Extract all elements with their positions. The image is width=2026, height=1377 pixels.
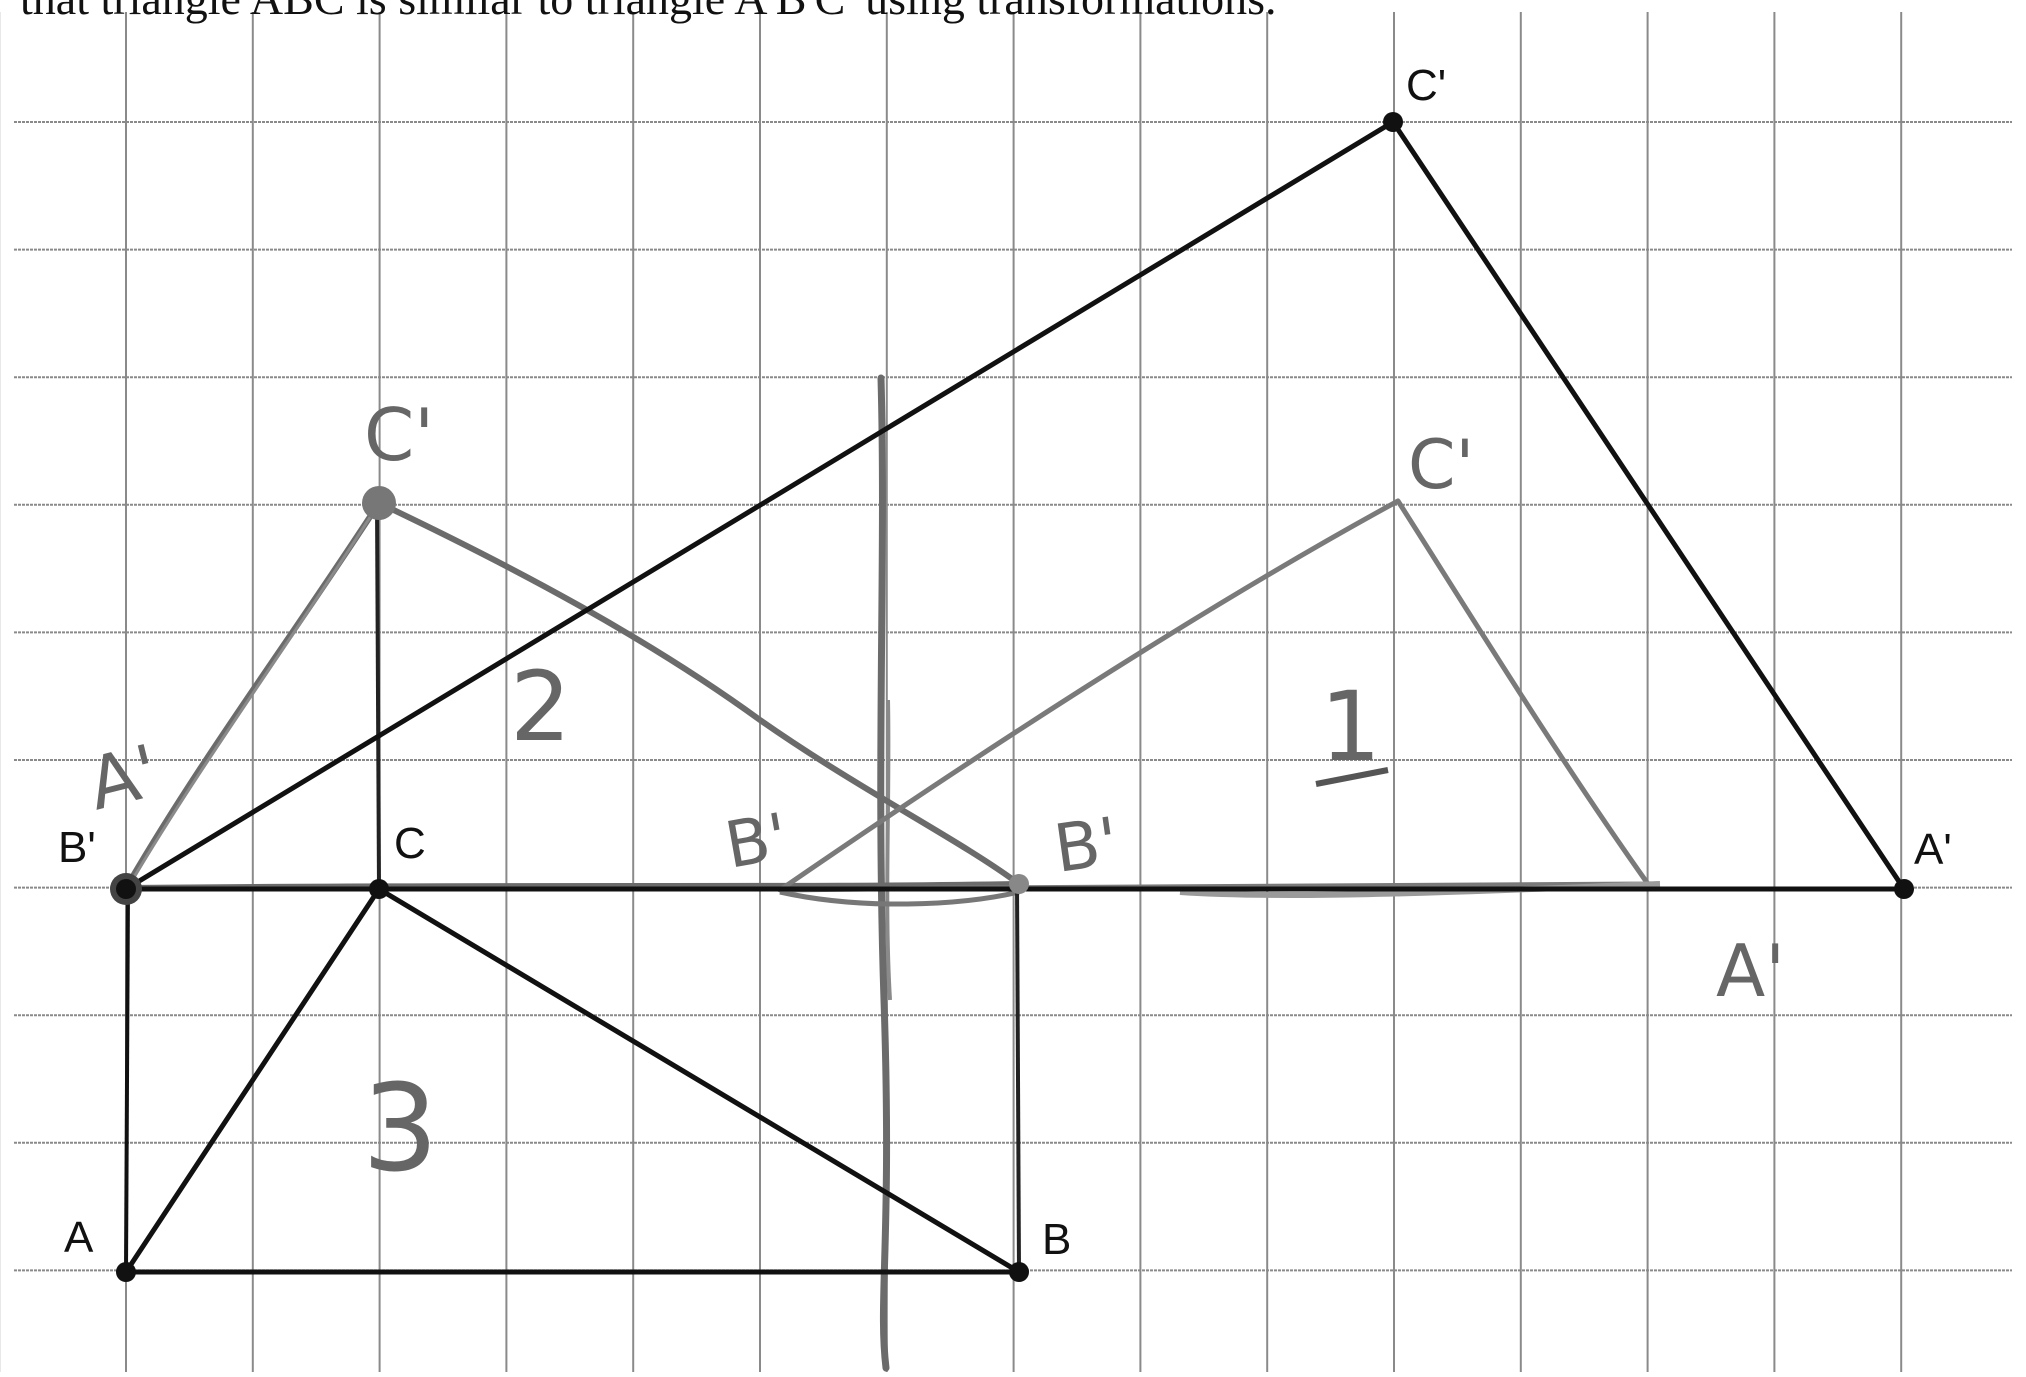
point-C (369, 879, 389, 899)
hand-label-a1-bottom: A' (1716, 929, 1785, 1013)
hand-label-b1-middle: B' (720, 800, 793, 884)
label-C: C (394, 819, 426, 868)
vertical-A-to-Bprime (124, 888, 130, 1273)
grid-lines (0, 12, 2012, 1372)
hand-label-a1-left: A' (80, 728, 167, 826)
point-C-prime (1383, 112, 1403, 132)
pencil-lower-arc (779, 889, 1020, 907)
hand-step-2: 2 (510, 651, 571, 763)
hand-label-c1-right: C' (1408, 426, 1474, 505)
label-B: B (1042, 1215, 1071, 1264)
header-text: that triangle ABC is similar to triangle… (20, 0, 1277, 25)
hand-label-b1-right: B' (1050, 803, 1124, 888)
label-A-prime: A' (1914, 825, 1952, 874)
vertical-C-to-C1 (375, 502, 381, 890)
reflection-line (877, 374, 891, 1372)
label-A: A (64, 1213, 94, 1262)
pencil-triangle-2-shadow (128, 507, 378, 885)
label-B-prime: B' (58, 823, 96, 872)
point-B (1009, 1262, 1029, 1282)
hand-step-1: 1 (1320, 671, 1381, 783)
point-B1-right (1009, 874, 1029, 894)
point-C1-left (362, 486, 396, 520)
vertical-B-to-B1 (1015, 883, 1021, 1273)
pencil-triangle-1 (777, 498, 1651, 893)
point-B-prime-inner (116, 879, 136, 899)
hand-step-3: 3 (362, 1060, 438, 1199)
hand-step-1-underline (1315, 767, 1389, 787)
label-C-prime: C' (1406, 61, 1446, 110)
reflection-line-shadow (885, 699, 892, 1001)
point-A-prime (1894, 879, 1914, 899)
triangle-ABC (123, 886, 1022, 1275)
point-A (116, 1262, 136, 1282)
hand-label-c1-left: C' (364, 393, 434, 477)
